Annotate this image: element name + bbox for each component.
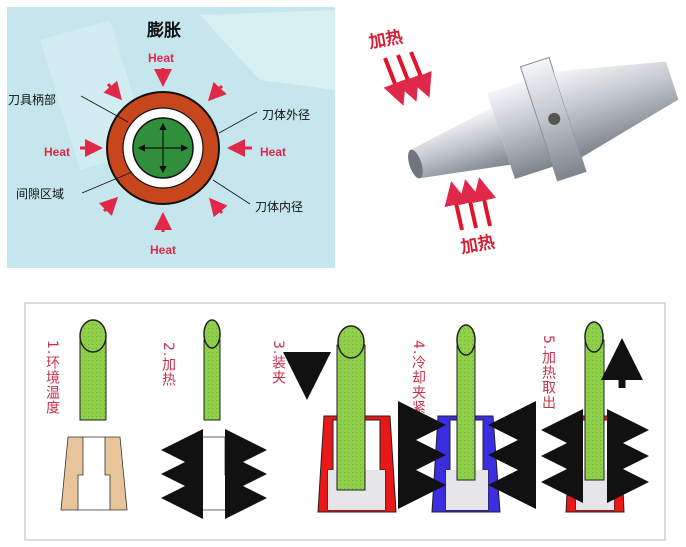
heat-arrows [80,68,252,232]
step-2-label: 2.加热 [160,342,176,387]
heat-label-bottom: Heat [150,243,176,257]
step-5: 5.加热取出 [540,321,649,513]
expansion-arrows [541,409,649,503]
step-3-label: 3.装夹 [270,340,286,385]
step-4-label: 4.冷却夹紧 [410,340,426,415]
heat-label-right: Heat [260,145,286,159]
heat-label-photo-top: 加热 [366,26,404,53]
expansion-panel: 膨胀 Heat Heat Heat Heat 刀具柄部 刀体外径 间隙区域 刀体… [7,7,335,268]
step-3: 3.装夹 [270,325,397,513]
heat-label-top: Heat [148,51,174,65]
leader-lines [80,95,258,205]
heat-arrows-photo [383,51,497,231]
step-1: 1.环境温度 [44,319,128,511]
holder-photo: 加热 加热 [366,26,679,258]
step-4: 4.冷却夹紧 [398,324,536,513]
step-2: 2.加热 [160,319,267,519]
step-5-label: 5.加热取出 [540,335,556,410]
label-gap-area: 间隙区域 [16,187,64,201]
diagram-title: 膨胀 [147,20,181,41]
label-shank: 刀具柄部 [8,92,56,107]
label-inner-diameter: 刀体内径 [255,200,303,214]
step-1-label: 1.环境温度 [44,340,60,415]
cross-section [106,91,220,205]
heat-label-left: Heat [44,145,70,159]
process-panel: 1.环境温度 2.加热 3.装夹 4.冷却夹紧 [24,302,666,541]
tool-holder-image [408,56,679,182]
heat-label-photo-bottom: 加热 [458,231,496,258]
label-outer-diameter: 刀体外径 [262,108,310,122]
expansion-arrows [161,429,267,519]
contraction-arrows [398,401,536,509]
